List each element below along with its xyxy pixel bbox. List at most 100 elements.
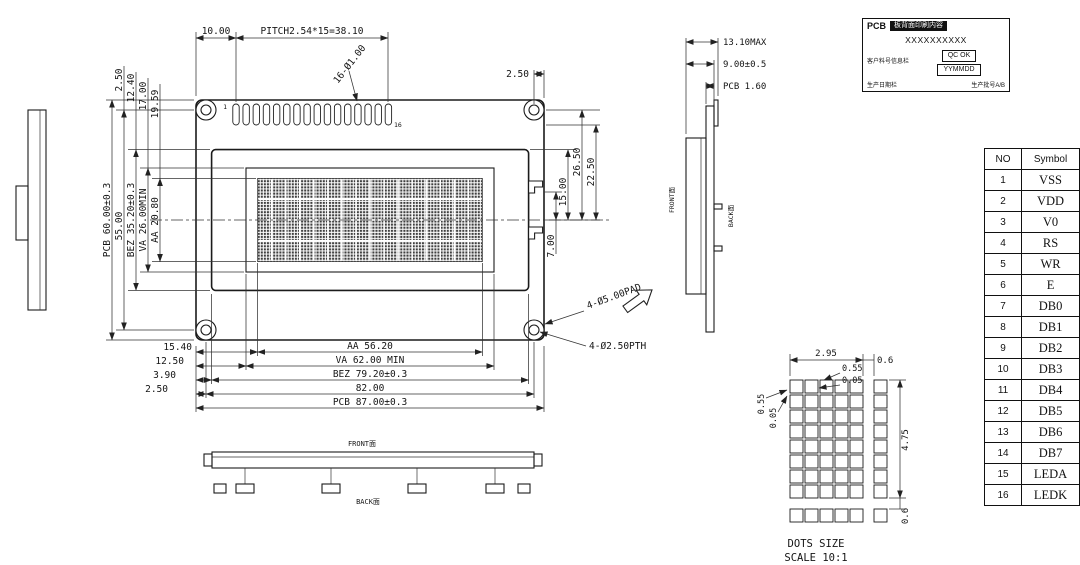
dots-detail-scale: SCALE 10:1 [784, 552, 847, 564]
hole-annotations: 4-Ø5.00PAD 4-Ø2.50PTH [539, 282, 646, 352]
annotation-pth: 4-Ø2.50PTH [589, 341, 646, 352]
dim-pin-hole: 16-Ø1.00 [332, 43, 369, 86]
dim-aa-height: AA 20.80 [150, 197, 161, 243]
stamp-left-label: 客户料号信息栏 [867, 59, 910, 66]
dots-detail-title: DOTS SIZE [788, 538, 845, 550]
dims-right: 26.50 22.50 15.00 7.00 [530, 109, 600, 257]
dim-hole-top: 2.50 [114, 68, 125, 91]
pin-table-header-symbol: Symbol [1021, 148, 1080, 170]
bezel-tab-upper [528, 180, 544, 194]
dot-grid [789, 379, 888, 523]
stamp-date-box: YYMMDD [937, 63, 981, 76]
dim-total-thickness: 13.10MAX [723, 38, 767, 48]
dim-hole-edge: 2.50 [506, 69, 529, 80]
bezel-tab-lower [528, 226, 544, 240]
pin-symbol: DB7 [1021, 442, 1080, 464]
stamp-bottom-right: 生产批号A/B [971, 82, 1005, 89]
dim-hole-span-h: 82.00 [356, 383, 385, 394]
dim-hole-offset: 2.50 [145, 384, 168, 395]
dim-va-height: VA 26.00MIN [138, 188, 149, 251]
pin-no: 2 [983, 190, 1023, 212]
pin-symbol: VDD [1021, 190, 1080, 212]
dots-detail: 2.95 0.6 0.55 0.05 0.55 0.05 4.75 0.6 DO… [757, 349, 911, 564]
pin-symbol: DB1 [1021, 316, 1080, 338]
dim-pin-offset: 10.00 [202, 26, 231, 37]
dim-right-1: 26.50 [572, 147, 583, 176]
dim-char-gap-x: 0.6 [877, 356, 893, 366]
side-view-front-label: FRONT面 [668, 186, 676, 213]
pin-symbol: LEDA [1021, 463, 1080, 485]
dim-pitch: PITCH2.54*15=38.10 [261, 26, 364, 37]
dim-aa-top: 19.59 [150, 89, 161, 118]
pcb-back-print-box: PCB 板背面印刷内容 XXXXXXXXXX 客户料号信息栏 QC OK YYM… [862, 18, 1010, 92]
stamp-bottom-row: 生产日期栏 生产批号A/B [867, 80, 1005, 89]
pin-no: 16 [983, 484, 1023, 506]
pin-table-header-no: NO [983, 148, 1023, 170]
front-view: 1 16 [150, 99, 612, 341]
stamp-center-boxes: QC OK YYMMDD [913, 49, 1005, 76]
dim-dot-width: 0.55 [842, 364, 862, 374]
pin-no: 8 [983, 316, 1023, 338]
dim-va-top: 17.00 [138, 81, 149, 110]
stamp-serial: XXXXXXXXXX [905, 35, 967, 46]
pin-no: 11 [983, 379, 1023, 401]
dim-bez-top: 12.40 [126, 73, 137, 102]
bottom-view-back-label: BACK面 [356, 498, 380, 506]
dim-bez-width: BEZ 79.20±0.3 [333, 369, 407, 380]
stamp-title-prefix: PCB [867, 21, 887, 31]
dim-dots-height: 4.75 [901, 429, 911, 451]
pin-symbol: DB6 [1021, 421, 1080, 443]
dims-left: PCB 60.00±0.3 55.00 BEZ 35.20±0.3 VA 26.… [102, 66, 256, 341]
mounting-holes [195, 99, 545, 341]
dim-right-3: 15.00 [558, 177, 569, 206]
pin-symbol: DB0 [1021, 295, 1080, 317]
dim-dot-gap-y: 0.05 [769, 408, 779, 428]
pin-no: 13 [983, 421, 1023, 443]
stamp-middle-row: 客户料号信息栏 QC OK YYMMDD [867, 49, 1005, 76]
dim-pcb-width: PCB 87.00±0.3 [333, 397, 407, 408]
pin-symbol: WR [1021, 253, 1080, 275]
pin-header-row [232, 103, 393, 126]
dim-bez-height: BEZ 35.20±0.3 [126, 183, 137, 257]
dim-aa-width: AA 56.20 [347, 341, 393, 352]
side-view-back-label: BACK面 [727, 204, 735, 227]
pin-symbol: DB4 [1021, 379, 1080, 401]
dim-module-thickness: 9.00±0.5 [723, 60, 766, 70]
pin-symbol: DB5 [1021, 400, 1080, 422]
pin-symbol: DB2 [1021, 337, 1080, 359]
dim-dot-gap-x: 0.05 [842, 376, 862, 386]
bottom-view: FRONT面 BACK面 [203, 440, 543, 506]
pin-symbol: LEDK [1021, 484, 1080, 506]
pin-no: 6 [983, 274, 1023, 296]
dim-dots-width: 2.95 [815, 349, 837, 359]
pin-symbol: VSS [1021, 169, 1080, 191]
dim-char-gap-y: 0.6 [901, 508, 911, 524]
pin-1-label: 1 [223, 103, 227, 111]
dims-bottom: 15.40 AA 56.20 12.50 VA 62.00 MIN 3.90 B… [145, 263, 545, 412]
pin-symbol: RS [1021, 232, 1080, 254]
dim-va-offset: 12.50 [155, 356, 184, 367]
dims-top: 10.00 PITCH2.54*15=38.10 16-Ø1.00 2.50 [195, 26, 545, 104]
pin-no: 1 [983, 169, 1023, 191]
pin-no: 12 [983, 400, 1023, 422]
pin-no: 7 [983, 295, 1023, 317]
dim-hole-span-v: 55.00 [114, 211, 125, 240]
dim-aa-offset: 15.40 [163, 342, 192, 353]
dim-pcb-thickness: PCB 1.60 [723, 82, 766, 92]
dim-pcb-height: PCB 60.00±0.3 [102, 183, 113, 257]
pin-no: 5 [983, 253, 1023, 275]
